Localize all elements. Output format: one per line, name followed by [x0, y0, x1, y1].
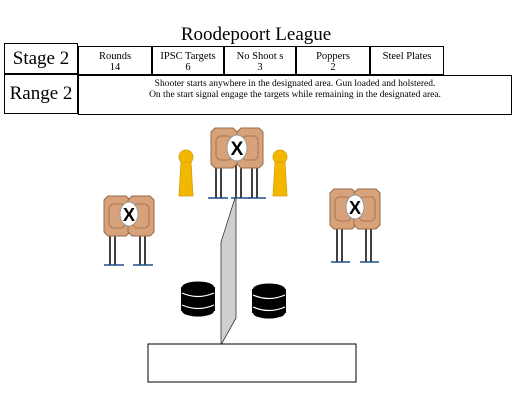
vision-barrier-wall: [220, 194, 237, 347]
popper-right: [272, 149, 288, 197]
stat-steel-plates: Steel Plates: [370, 46, 444, 75]
x-mark-icon: X: [231, 139, 244, 160]
stage-label-box: Stage 2: [4, 43, 78, 74]
stat-no-shoots-label: No Shoot s: [236, 51, 284, 62]
stat-rounds-value: 14: [109, 62, 121, 73]
stat-poppers-value: 2: [330, 62, 336, 73]
barrel-stack-left: [181, 280, 215, 318]
no-shoot-target: X: [345, 194, 365, 220]
target-group-center: X: [208, 127, 266, 199]
stage-description: Shooter starts anywhere in the designate…: [78, 75, 512, 115]
stat-rounds-label: Rounds: [98, 51, 132, 62]
x-mark-icon: X: [123, 205, 135, 225]
barrel-stack-right: [252, 282, 286, 320]
range-label: Range 2: [9, 83, 73, 104]
stat-poppers-label: Poppers: [316, 51, 350, 62]
no-shoot-target: X: [226, 134, 248, 162]
stage-label: Stage 2: [12, 48, 70, 69]
page-title: Roodepoort League: [180, 24, 332, 45]
stat-poppers: Poppers 2: [296, 46, 370, 75]
stat-rounds: Rounds 14: [78, 46, 152, 75]
popper-left: [178, 149, 194, 197]
description-line-2: On the start signal engage the targets w…: [149, 90, 441, 100]
x-mark-icon: X: [349, 198, 361, 218]
range-label-box: Range 2: [4, 74, 78, 114]
barrel-icon: [181, 280, 215, 318]
stat-ipsc-targets-value: 6: [185, 62, 191, 73]
target-group-right: X: [329, 188, 381, 263]
stat-steel-plates-label: Steel Plates: [382, 51, 432, 62]
no-shoot-target: X: [119, 201, 139, 227]
popper-icon: [272, 149, 288, 197]
popper-icon: [178, 149, 194, 197]
shooting-area-box: [147, 343, 357, 383]
stat-no-shoots-value: 3: [257, 62, 263, 73]
description-line-1: Shooter starts anywhere in the designate…: [154, 79, 436, 89]
target-group-left: X: [103, 195, 155, 266]
stat-no-shoots: No Shoot s 3: [224, 46, 296, 75]
stat-ipsc-targets-label: IPSC Targets: [160, 51, 216, 62]
stat-ipsc-targets: IPSC Targets 6: [152, 46, 224, 75]
barrel-icon: [252, 282, 286, 320]
